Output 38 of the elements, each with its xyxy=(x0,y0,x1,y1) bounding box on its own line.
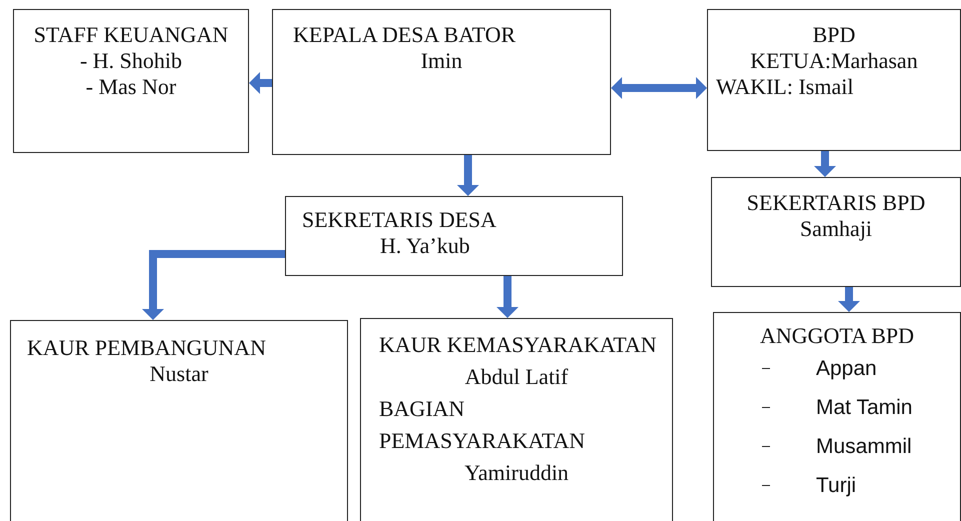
box-text: Yamiruddin xyxy=(463,459,570,487)
box-title: KAUR KEMASYARAKATAN xyxy=(378,331,658,359)
box-text: H. Ya’kub xyxy=(379,233,471,259)
box-text: KETUA:Marhasan xyxy=(749,48,919,74)
box-title: SEKRETARIS DESA xyxy=(302,207,498,233)
block-arrow xyxy=(496,276,518,318)
box-title: KEPALA DESA BATOR xyxy=(292,22,517,48)
block-arrow xyxy=(838,287,860,312)
org-box xyxy=(707,9,961,151)
block-arrow xyxy=(611,77,707,99)
box-text: Samhaji xyxy=(798,216,874,242)
box-title: STAFF KEUANGAN xyxy=(32,22,230,48)
member-name: Turji xyxy=(816,473,856,499)
block-arrow xyxy=(457,155,479,196)
org-box xyxy=(285,196,623,276)
block-arrow xyxy=(249,72,272,94)
block-arrow xyxy=(142,250,285,320)
member-name: Musammil xyxy=(816,434,912,460)
box-title: SEKERTARIS BPD xyxy=(746,190,926,216)
org-box xyxy=(360,318,673,521)
member-name: Appan xyxy=(816,356,877,382)
box-text: Abdul Latif xyxy=(464,363,570,391)
member-name: Mat Tamin xyxy=(816,395,912,421)
block-arrow xyxy=(814,151,836,177)
org-box xyxy=(13,9,249,153)
box-text: Nustar xyxy=(148,361,210,387)
box-text: WAKIL: Ismail xyxy=(715,74,854,100)
org-box xyxy=(713,312,961,521)
box-text: - H. Shohib xyxy=(78,48,184,74)
org-box xyxy=(711,177,961,287)
box-text: - Mas Nor xyxy=(84,74,178,100)
box-title: ANGGOTA BPD xyxy=(758,323,916,349)
box-title: KAUR PEMBANGUNAN xyxy=(26,335,267,361)
box-text: BAGIAN PEMASYARAKATAN xyxy=(378,395,586,455)
box-title: BPD xyxy=(812,22,856,48)
org-box xyxy=(10,320,348,521)
box-text: Imin xyxy=(420,48,464,74)
org-box xyxy=(272,9,611,155)
